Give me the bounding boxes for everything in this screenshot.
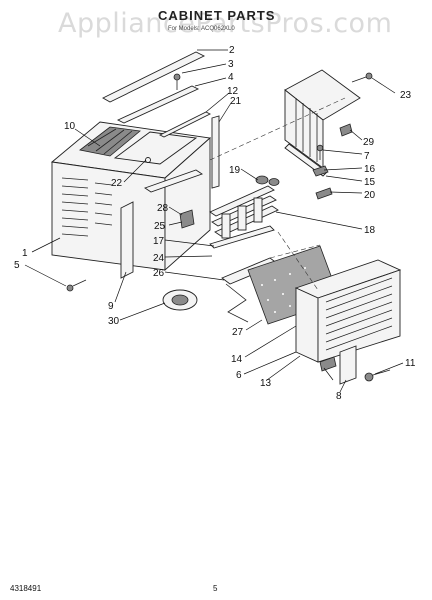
assembly-guide-line: [269, 244, 321, 259]
control-panel-part: [339, 345, 357, 385]
watermark-text: AppliancePartsPros.com: [58, 8, 392, 39]
callout-23: 23: [400, 90, 412, 101]
callout-7: 7: [364, 151, 370, 162]
callout-22: 22: [111, 178, 123, 189]
callout-20: 20: [364, 190, 376, 201]
callout-2: 2: [229, 45, 235, 56]
callout-27: 27: [232, 327, 244, 338]
diagram-title: CABINET PARTS: [158, 8, 275, 23]
screw-16-icon: [316, 144, 324, 160]
callout-9: 9: [108, 301, 114, 312]
callout-3: 3: [228, 59, 234, 70]
channel-part: [116, 85, 200, 124]
filter-support-icon: [225, 283, 249, 323]
knob-19-icon: [255, 175, 280, 186]
callout-5: 5: [14, 260, 20, 271]
callout-4: 4: [228, 72, 234, 83]
callout-14: 14: [231, 354, 243, 365]
assembly-guide-line: [277, 231, 319, 291]
callout-19: 19: [229, 165, 241, 176]
cabinet-wrapper: [50, 121, 212, 272]
side-curtain-part: [120, 201, 134, 279]
footer-part-number: 4318491: [10, 584, 42, 593]
control-knob-30-icon: [162, 289, 198, 311]
callout-29: 29: [363, 137, 375, 148]
side-frame-part: [284, 69, 361, 177]
top-rail-part: [102, 51, 206, 103]
screw-3-icon: [173, 73, 181, 90]
latch-28-icon: [179, 209, 195, 229]
louver-rail-part: [209, 225, 275, 249]
diagram-subtitle: For Models: ACQ062XL0: [168, 26, 235, 32]
screw-23-icon: [351, 72, 373, 83]
cabinet-screw-icon: [145, 157, 151, 163]
callout-15: 15: [364, 177, 376, 188]
clip-15-icon: [312, 165, 329, 177]
callout-18: 18: [364, 225, 376, 236]
screw-11-icon: [364, 369, 391, 382]
callout-13: 13: [260, 378, 272, 389]
callout-30: 30: [108, 316, 120, 327]
callout-1: 1: [22, 248, 28, 259]
callout-6: 6: [236, 370, 242, 381]
callout-16: 16: [364, 164, 376, 175]
callout-21: 21: [230, 96, 242, 107]
footer-page-number: 5: [213, 584, 218, 593]
front-grille-part: [294, 259, 402, 363]
callout-11: 11: [405, 358, 416, 369]
seal-strip-part: [158, 111, 212, 138]
support-bracket-part: [144, 169, 203, 193]
callout-28: 28: [157, 203, 169, 214]
callout-12: 12: [227, 86, 239, 97]
callout-8: 8: [336, 391, 342, 402]
callout-17: 17: [153, 236, 165, 247]
assembly-guide-line: [209, 97, 346, 161]
callout-26: 26: [153, 268, 165, 279]
clip-20-icon: [315, 187, 333, 200]
callout-10: 10: [64, 121, 76, 132]
callout-25: 25: [154, 221, 166, 232]
leader-lines: [24, 49, 404, 393]
louver-assembly-part: [209, 185, 279, 239]
screw-5-icon: [66, 279, 87, 292]
bracket-13-icon: [319, 356, 337, 372]
callout-24: 24: [153, 253, 165, 264]
side-bracket-part: [211, 115, 220, 189]
